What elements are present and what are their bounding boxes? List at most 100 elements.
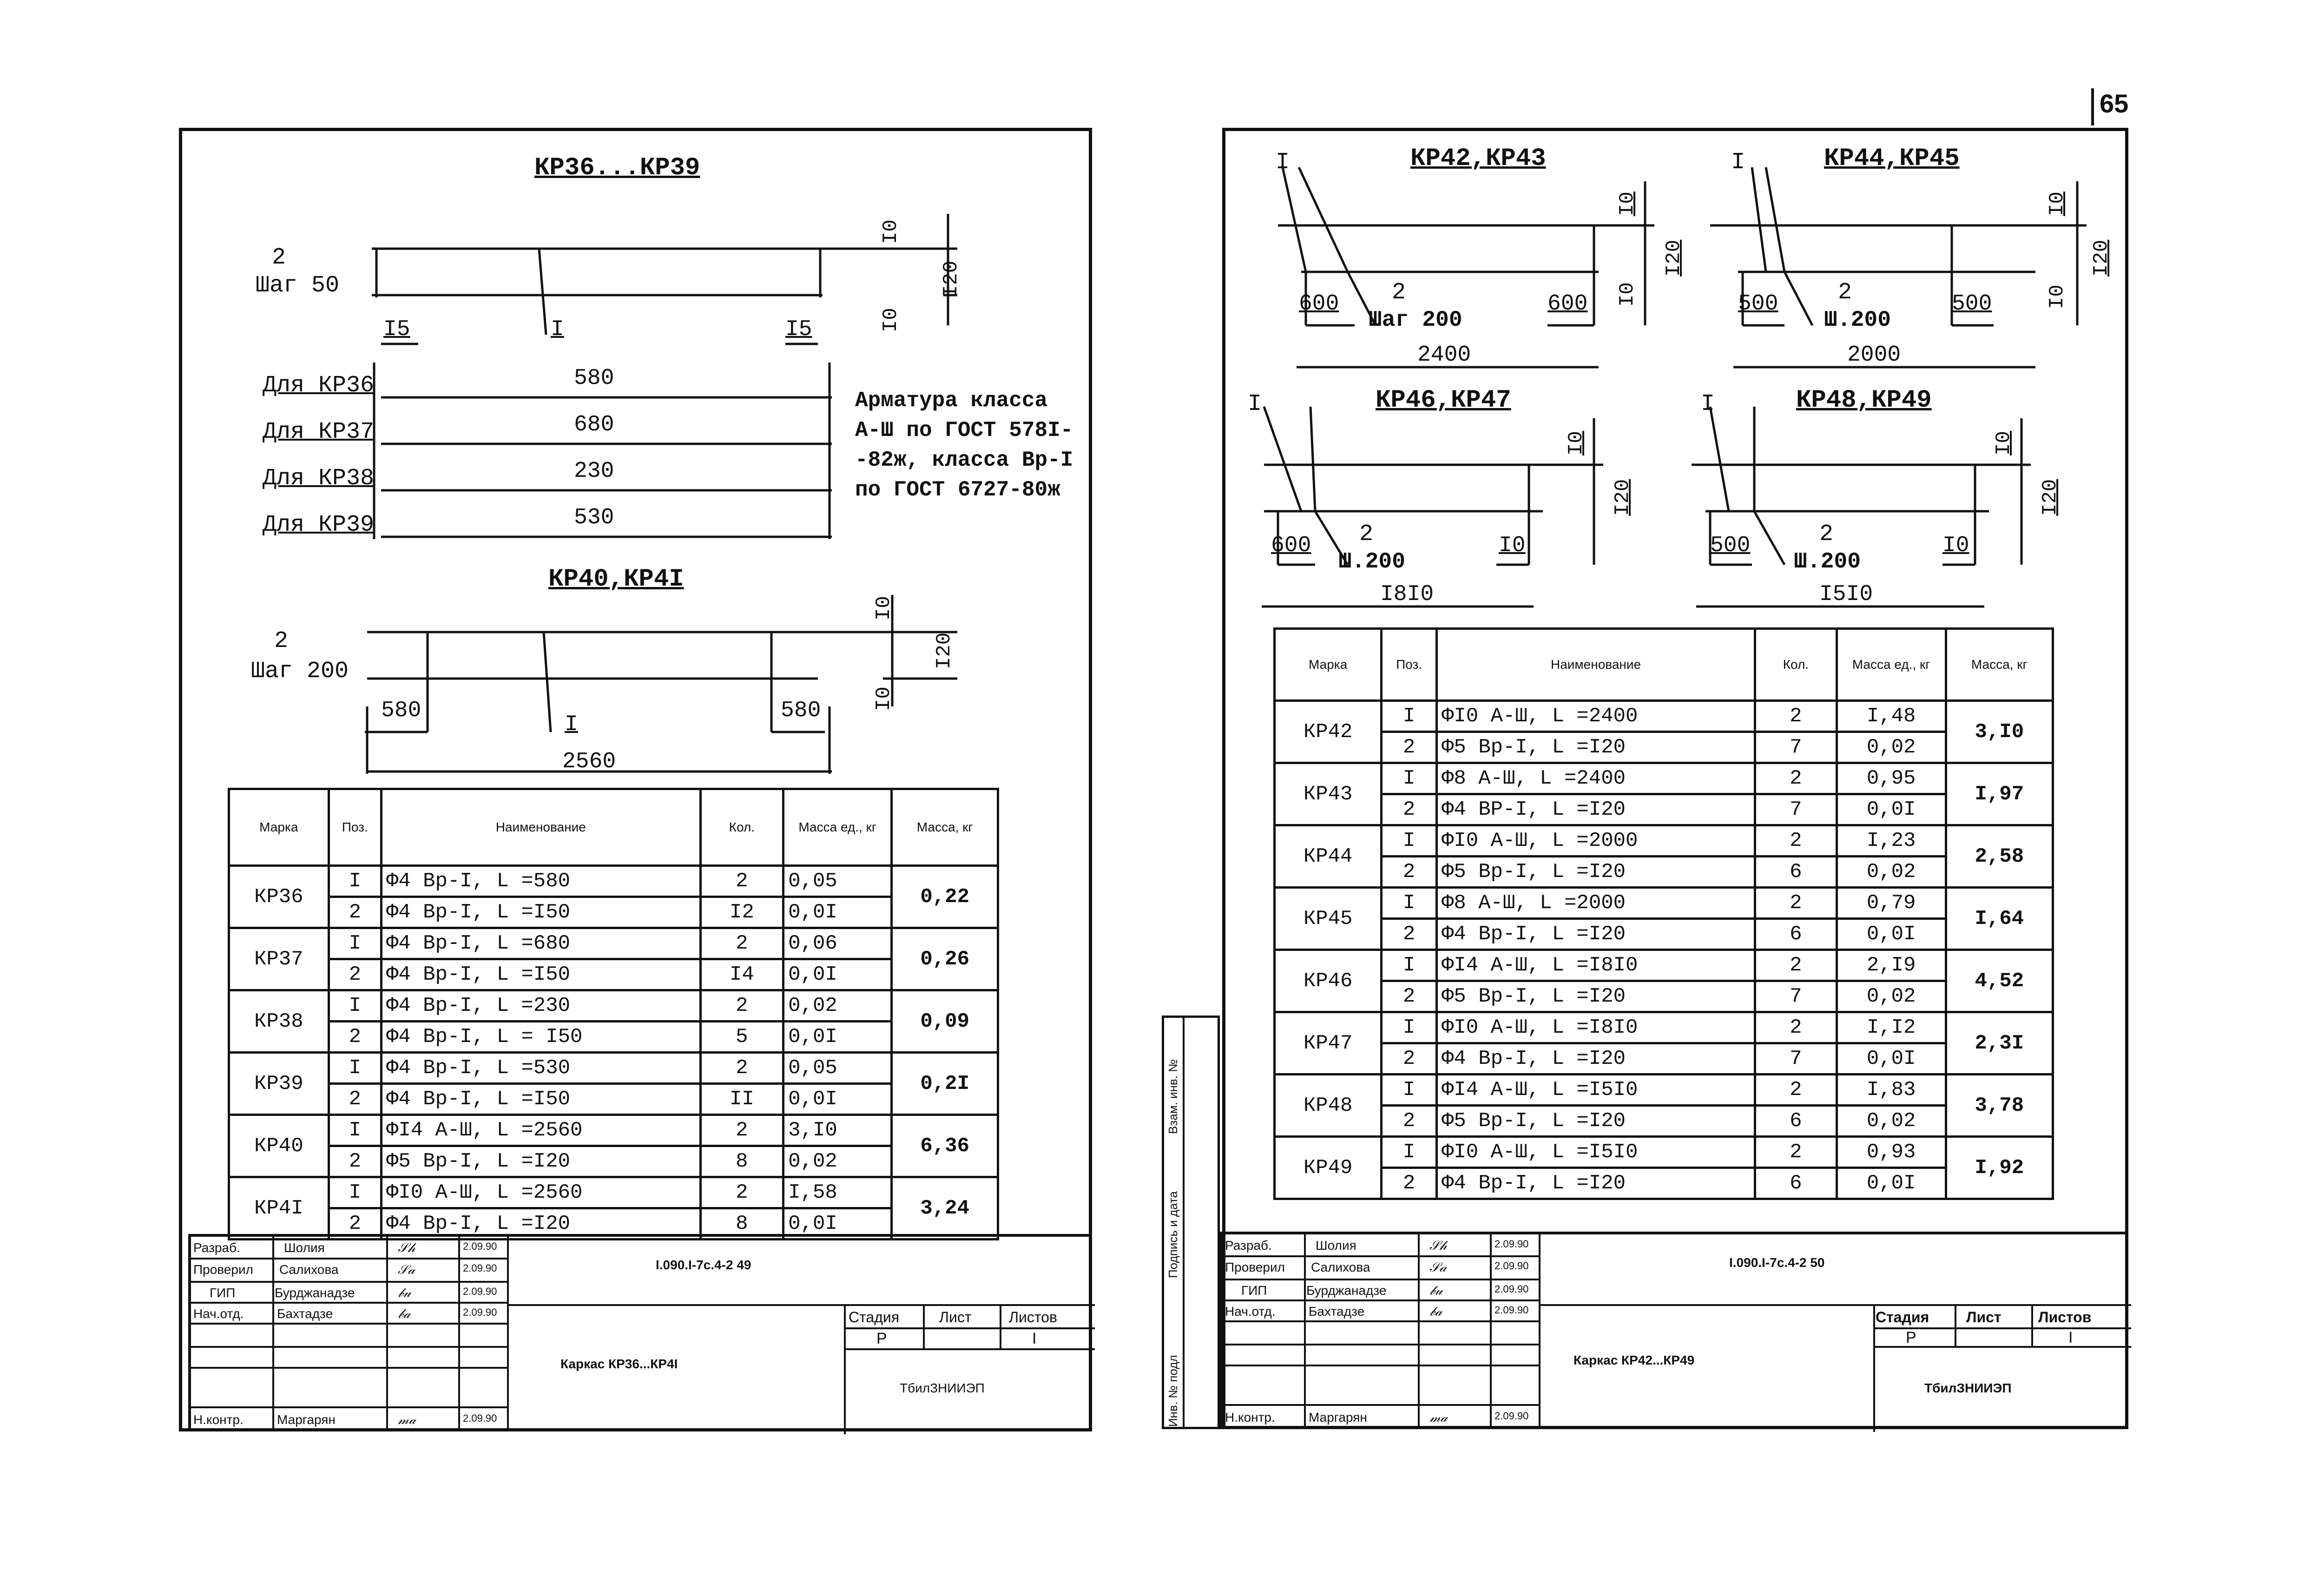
table-row: 2 Ф4 Вр-I, L =I20 6 0,0I bbox=[1275, 1167, 2053, 1200]
row-mark: КР46 bbox=[1273, 949, 1383, 1013]
row-pos: 2 bbox=[327, 958, 382, 991]
row-name: Ф4 Вр-I, L =I20 bbox=[1435, 1042, 1757, 1075]
row-name: ФI0 А-Ш, L =I5I0 bbox=[1435, 1135, 1757, 1169]
left-main-pitch: Шаг 50 bbox=[256, 272, 340, 299]
row-total-mass: 3,I0 bbox=[1944, 699, 2054, 764]
stamp-date: 2.09.90 bbox=[463, 1286, 497, 1297]
row-pos: I bbox=[1380, 824, 1438, 857]
stamp-role: Разраб. bbox=[1225, 1238, 1272, 1253]
left-variant-length: 230 bbox=[574, 459, 614, 484]
block-pitch: Шаг 200 bbox=[1369, 308, 1462, 333]
row-unit-mass: I,48 bbox=[1835, 699, 1947, 733]
row-unit-mass: I,83 bbox=[1835, 1073, 1947, 1107]
block-total: 2400 bbox=[1417, 343, 1471, 368]
col-total-mass: Масса, кг bbox=[1944, 627, 2054, 702]
block-title: КР48,КР49 bbox=[1796, 386, 1932, 415]
stamp-date: 2.09.90 bbox=[463, 1262, 497, 1274]
left-pos1: I bbox=[551, 317, 564, 342]
row-pos: 2 bbox=[1380, 1167, 1438, 1200]
row-pos: I bbox=[327, 927, 382, 960]
row-qty: 2 bbox=[699, 1114, 785, 1147]
block-dim-120: I20 bbox=[1611, 479, 1634, 516]
left-variant-length: 580 bbox=[574, 366, 614, 391]
stamp-date: 2.09.90 bbox=[1495, 1238, 1529, 1250]
block-pitch: Ш.200 bbox=[1794, 549, 1861, 574]
row-name: ФI0 А-Ш, L =I8I0 bbox=[1435, 1011, 1757, 1044]
left-note: Арматура класса А-Ш по ГОСТ 578I- -82ж, … bbox=[855, 386, 1073, 505]
row-mark: КР37 bbox=[228, 927, 330, 991]
table-row: КР39 I Ф4 Вр-I, L =530 2 0,05 0,2I bbox=[228, 1051, 999, 1116]
row-pos: I bbox=[327, 1114, 382, 1147]
table-row: 2 Ф4 Вр-I, L =I50 I2 0,0I bbox=[229, 896, 998, 929]
table-row: 2 Ф4 Вр-I, L =I50 I4 0,0I bbox=[229, 958, 998, 991]
table-row: 2 Ф4 Вр-I, L = I50 5 0,0I bbox=[229, 1020, 998, 1054]
row-unit-mass: 3,I0 bbox=[782, 1114, 893, 1147]
row-qty: 2 bbox=[1754, 1011, 1838, 1044]
col-name: Наименование bbox=[380, 788, 702, 867]
row-name: ФI0 А-Ш, L =2560 bbox=[380, 1176, 702, 1209]
table-row: 2 Ф4 Вр-I, L =I20 6 0,0I bbox=[1275, 917, 2053, 951]
row-qty: 2 bbox=[1754, 1135, 1838, 1169]
table-row: КР45 I Ф8 А-Ш, L =2000 2 0,79 I,64 bbox=[1273, 886, 2054, 951]
row-total-mass: 0,2I bbox=[890, 1051, 999, 1116]
stamp-role: ГИП bbox=[210, 1286, 236, 1300]
row-total-mass: 6,36 bbox=[890, 1114, 999, 1178]
row-unit-mass: I,58 bbox=[782, 1176, 893, 1209]
row-qty: 2 bbox=[1754, 762, 1838, 795]
right-title-block: Разраб. Проверил ГИП Нач.отд. Н.контр. Ш… bbox=[1220, 1232, 2131, 1432]
block-pos2: 2 bbox=[1359, 521, 1374, 547]
right-spec-table: Марка Поз. Наименование Кол. Масса ед., … bbox=[1273, 627, 2054, 1200]
table-row: КР49 I ФI0 А-Ш, L =I5I0 2 0,93 I,92 bbox=[1273, 1135, 2054, 1200]
row-name: Ф5 Вр-I, L =I20 bbox=[380, 1145, 702, 1178]
row-pos: 2 bbox=[327, 1020, 382, 1054]
row-qty: II bbox=[699, 1082, 785, 1116]
stamp-date: 2.09.90 bbox=[463, 1306, 497, 1318]
row-mark: КР44 bbox=[1273, 824, 1383, 889]
table-row: КР46 I ФI4 А-Ш, L =I8I0 2 2,I9 4,52 bbox=[1273, 949, 2054, 1013]
signature-icon: 𝒷𝒶 bbox=[398, 1306, 411, 1321]
row-unit-mass: 0,02 bbox=[1835, 1104, 1947, 1138]
stamp-stage-label: Стадия bbox=[1876, 1309, 1929, 1326]
row-unit-mass: 0,0I bbox=[782, 958, 893, 991]
table-row: КР42 I ФI0 А-Ш, L =2400 2 I,48 3,I0 bbox=[1273, 699, 2054, 764]
row-unit-mass: 0,0I bbox=[1835, 793, 1947, 826]
row-unit-mass: 0,05 bbox=[782, 1051, 893, 1085]
signature-icon: 𝒷𝒶 bbox=[1429, 1304, 1442, 1319]
stamp-name: Бахтадзе bbox=[1309, 1304, 1365, 1319]
stamp-sheet-title: Каркас КР36...КР4I bbox=[560, 1357, 678, 1371]
block-dim-120: I20 bbox=[2090, 239, 2113, 277]
note-line: по ГОСТ 6727-80ж bbox=[855, 478, 1060, 502]
row-qty: 2 bbox=[699, 864, 785, 898]
stamp-name: Бахтадзе bbox=[277, 1306, 333, 1321]
table-row: 2 Ф4 Вр-I, L =I50 II 0,0I bbox=[229, 1082, 998, 1116]
row-name: Ф8 А-Ш, L =2400 bbox=[1435, 762, 1757, 795]
block-total: I8I0 bbox=[1380, 582, 1434, 607]
row-pos: 2 bbox=[1380, 1042, 1438, 1075]
block-end: 500 bbox=[1952, 291, 1992, 317]
row-qty: 6 bbox=[1754, 855, 1838, 889]
block-title: КР42,КР43 bbox=[1410, 145, 1546, 173]
row-qty: 7 bbox=[1754, 1042, 1838, 1075]
row-name: ФI4 А-Ш, L =I5I0 bbox=[1435, 1073, 1757, 1107]
signature-icon: 𝒮𝒶 bbox=[398, 1262, 415, 1277]
row-name: Ф8 А-Ш, L =2000 bbox=[1435, 886, 1757, 920]
block-pitch: Ш.200 bbox=[1824, 308, 1891, 333]
stamp-date: 2.09.90 bbox=[463, 1240, 497, 1252]
row-name: Ф4 Вр-I, L =I20 bbox=[1435, 917, 1757, 951]
col-name: Наименование bbox=[1435, 627, 1757, 702]
block-dim-10: I0 bbox=[1992, 431, 2015, 455]
row-pos: 2 bbox=[1380, 855, 1438, 889]
table-row: 2 Ф5 Вр-I, L =I20 6 0,02 bbox=[1275, 855, 2053, 889]
stamp-sheet-title: Каркас КР42...КР49 bbox=[1574, 1353, 1695, 1367]
stamp-sheets: I bbox=[2068, 1329, 2073, 1346]
row-pos: I bbox=[1380, 699, 1438, 733]
row-qty: I2 bbox=[699, 896, 785, 929]
row-name: Ф4 ВР-I, L =I20 bbox=[1435, 793, 1757, 826]
row-name: ФI0 А-Ш, L =2400 bbox=[1435, 699, 1757, 733]
row-name: ФI4 А-Ш, L =I8I0 bbox=[1435, 949, 1757, 982]
left-variant-label: Для КР37 bbox=[263, 419, 375, 445]
row-total-mass: I,97 bbox=[1944, 762, 2054, 826]
row-unit-mass: 0,02 bbox=[1835, 731, 1947, 764]
block-pos2: 2 bbox=[1838, 279, 1852, 306]
row-pos: I bbox=[1380, 1011, 1438, 1044]
